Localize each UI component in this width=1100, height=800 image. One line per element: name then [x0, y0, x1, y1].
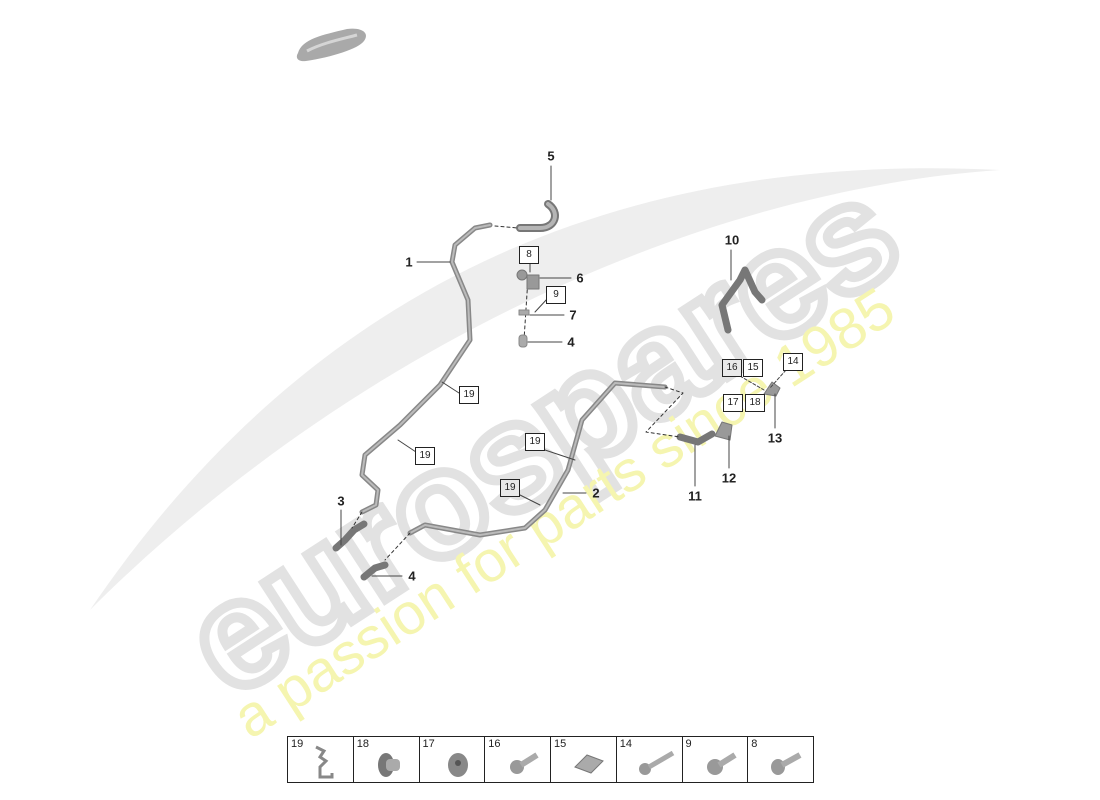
boxed-callout-9: 9 [546, 286, 566, 304]
callout-12: 12 [721, 470, 737, 486]
legend-number: 9 [685, 738, 692, 750]
legend-number: 16 [488, 738, 501, 750]
legend-number: 19 [291, 738, 304, 750]
boxed-callout-17: 17 [723, 394, 743, 412]
hex-bolt-icon [510, 752, 539, 774]
long-screw-icon [638, 750, 675, 775]
callout-13: 13 [767, 430, 783, 446]
boxed-callout-19: 19 [525, 433, 545, 451]
boxed-callout-19: 19 [459, 386, 479, 404]
legend-number: 18 [356, 738, 369, 750]
boxed-callout-16: 16 [722, 359, 742, 377]
legend-number: 17 [422, 738, 435, 750]
flange-bolt-icon [706, 752, 737, 775]
boxed-callout-18: 18 [745, 394, 765, 412]
legend-item-15: 15 [551, 737, 617, 782]
clip-icon [315, 745, 334, 779]
spring-nut-icon [574, 754, 604, 774]
pan-head-bolt-icon [771, 752, 802, 775]
legend-item-19: 19 [288, 737, 354, 782]
grommet-icon [377, 753, 400, 777]
callout-5: 5 [547, 148, 555, 164]
boxed-callout-19: 19 [415, 447, 435, 465]
parts-legend: 19 18 17 16 15 14 9 8 [287, 736, 814, 783]
legend-item-16: 16 [485, 737, 551, 782]
legend-number: 8 [751, 738, 758, 750]
callout-1: 1 [405, 254, 413, 270]
callout-2: 2 [592, 485, 600, 501]
legend-number: 15 [554, 738, 567, 750]
boxed-callout-19: 19 [500, 479, 520, 497]
legend-item-9: 9 [683, 737, 749, 782]
car-silhouette-icon [296, 28, 367, 62]
callout-3: 3 [337, 493, 345, 509]
callout-11: 11 [688, 488, 702, 504]
callout-4: 4 [408, 568, 416, 584]
legend-item-14: 14 [617, 737, 683, 782]
legend-number: 14 [619, 738, 632, 750]
boxed-callout-15: 15 [743, 359, 763, 377]
callout-4: 4 [567, 334, 575, 350]
legend-item-17: 17 [420, 737, 486, 782]
legend-item-8: 8 [748, 737, 813, 782]
boxed-callout-8: 8 [519, 246, 539, 264]
callout-10: 10 [724, 232, 740, 248]
rubber-bushing-icon [447, 753, 468, 777]
boxed-callout-14: 14 [783, 353, 803, 371]
callout-7: 7 [569, 307, 577, 323]
legend-item-18: 18 [354, 737, 420, 782]
callout-6: 6 [576, 270, 584, 286]
